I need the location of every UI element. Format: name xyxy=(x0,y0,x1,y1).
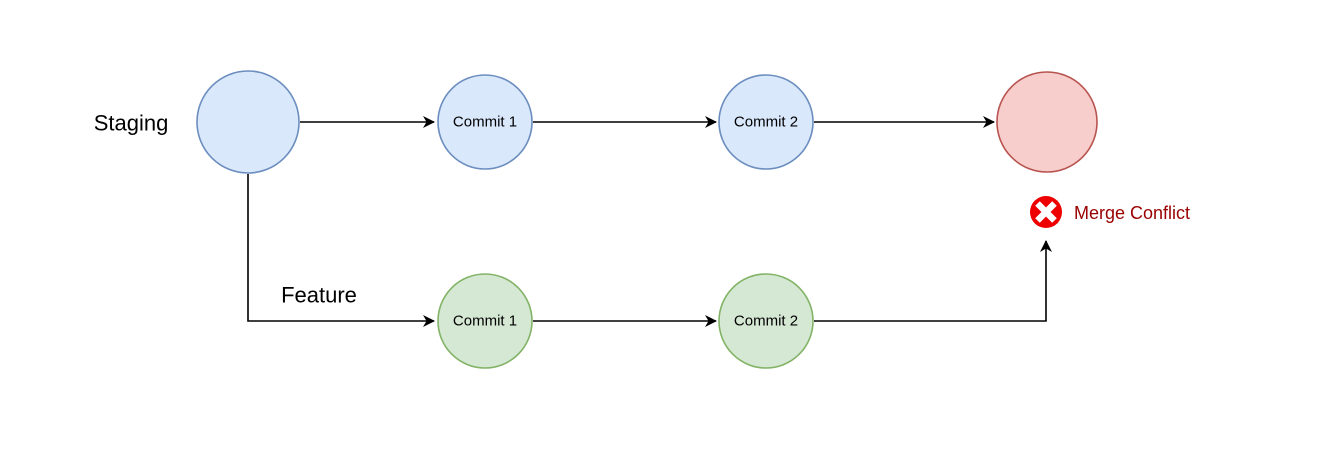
node-feature-commit-2: Commit 2 xyxy=(718,273,814,369)
error-cross-icon xyxy=(1030,196,1062,228)
branch-label-staging: Staging xyxy=(94,111,169,136)
node-merge-result xyxy=(996,71,1098,173)
node-circle xyxy=(718,74,814,170)
edge-start-to-feature-commit1 xyxy=(247,174,435,327)
node-staging-commit-2: Commit 2 xyxy=(718,74,814,170)
node-circle xyxy=(996,71,1098,173)
node-label: Commit 1 xyxy=(453,313,517,330)
node-circle xyxy=(718,273,814,369)
node-staging-start xyxy=(196,70,300,174)
merge-conflict-label: Merge Conflict xyxy=(1074,203,1190,223)
node-label: Commit 1 xyxy=(453,114,517,131)
node-staging-commit-1: Commit 1 xyxy=(437,74,533,170)
edge-feature-commit2-to-conflict xyxy=(814,240,1052,322)
error-cross-glyph xyxy=(1035,201,1057,223)
node-circle xyxy=(437,74,533,170)
node-circle xyxy=(196,70,300,174)
node-label: Commit 2 xyxy=(734,114,798,131)
node-circle xyxy=(437,273,533,369)
branch-label-feature: Feature xyxy=(281,283,357,308)
node-feature-commit-1: Commit 1 xyxy=(437,273,533,369)
node-label: Commit 2 xyxy=(734,313,798,330)
